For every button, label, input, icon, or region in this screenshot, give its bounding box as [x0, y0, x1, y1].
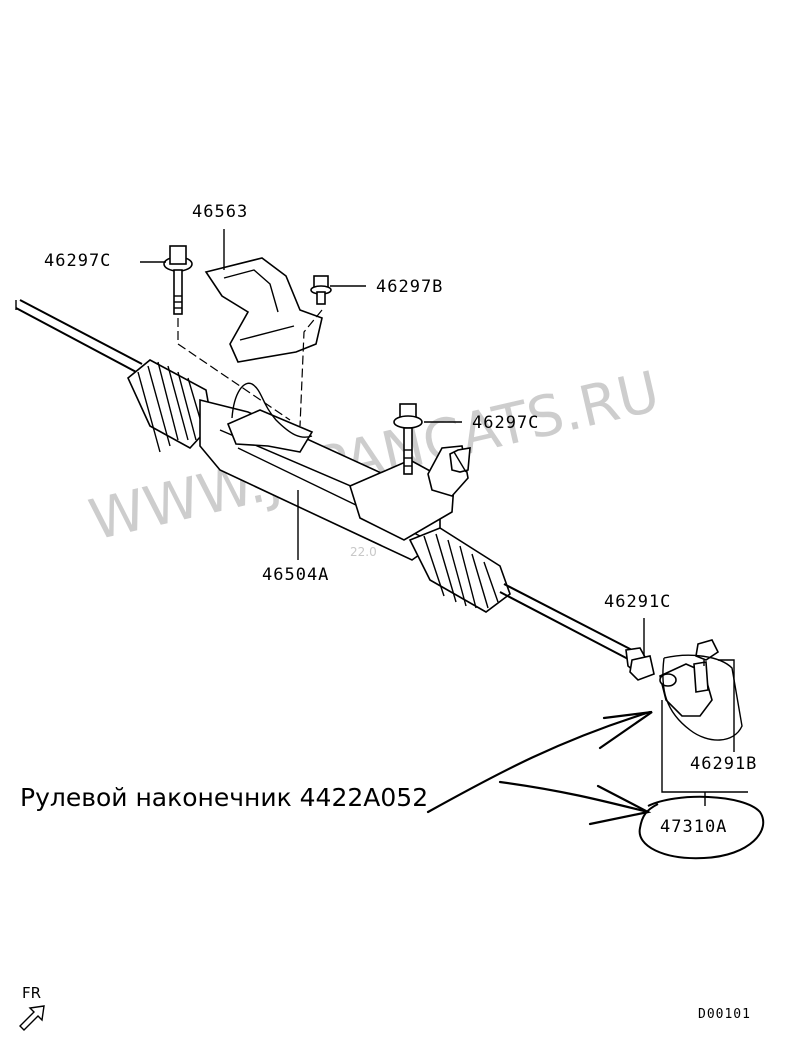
tie-rod-end: [659, 639, 720, 717]
part-label-46297b: 46297B: [376, 277, 443, 297]
diagram-code: D00101: [698, 1007, 751, 1022]
part-label-46291c: 46291C: [604, 592, 671, 612]
hand-arrows: [426, 710, 653, 826]
direction-label: FR: [22, 984, 41, 1002]
tie-rod-end-outline: [662, 654, 743, 741]
right-boot: [408, 527, 511, 613]
part-label-46563: 46563: [192, 202, 248, 222]
mounting-bracket: [204, 229, 323, 363]
watermark-small: 22.0: [350, 545, 377, 559]
annotation-note: Рулевой наконечник 4422A052: [20, 783, 428, 812]
steering-rack-assembly: [15, 299, 651, 678]
leader-bracket: [718, 659, 735, 752]
bolt-46297c-mid: [393, 403, 462, 475]
bolt-46297b: [310, 275, 366, 305]
lock-nut: [629, 655, 655, 681]
leader-bracket: [661, 700, 748, 793]
assembly-line: [177, 318, 291, 421]
hand-circle: [638, 795, 765, 860]
pinion-housing: [349, 445, 471, 541]
part-label-47310a: 47310A: [660, 817, 727, 837]
part-label-46297c-mid: 46297C: [472, 413, 539, 433]
left-boot: [127, 359, 213, 453]
assembly-line: [299, 309, 323, 427]
part-label-46504a: 46504A: [262, 565, 329, 585]
bolt-46297c-top: [140, 245, 193, 315]
part-label-46297c-top: 46297C: [44, 251, 111, 271]
part-label-46291b: 46291B: [690, 754, 757, 774]
arrow-down-left-icon: [19, 1005, 45, 1031]
